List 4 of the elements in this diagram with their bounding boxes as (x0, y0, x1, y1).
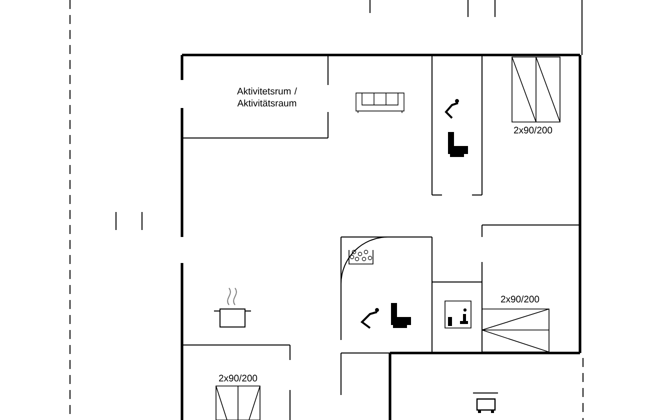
room-label: 2x90/200 (501, 296, 540, 302)
room-label: 2x90/200 (219, 374, 258, 382)
room-label: Aktivitetsrum / Aktivitätsraum (237, 88, 297, 106)
room-label: 2x90/200 (514, 126, 552, 134)
